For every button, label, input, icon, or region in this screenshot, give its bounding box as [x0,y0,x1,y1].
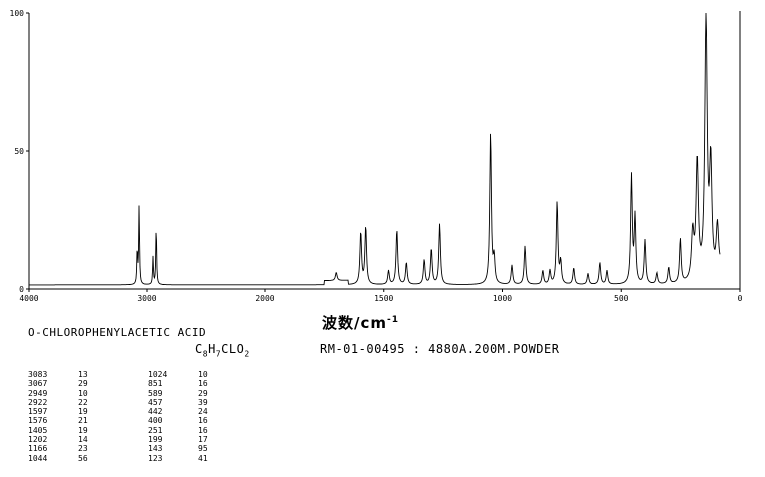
peak-row: 457 39 [148,398,218,407]
peak-wavenumber: 1044 [28,453,48,463]
peak-wavenumber: 1024 [148,370,168,379]
peak-wavenumber: 143 [148,444,163,454]
peak-intensity: 23 [78,444,88,454]
peak-row: 1576 21 [28,416,98,425]
peak-row: 2949 10 [28,389,98,398]
peak-intensity: 16 [198,379,208,389]
x-tick-label: 1000 [493,294,512,303]
peak-row: 3067 29 [28,379,98,388]
chart-axes [28,11,741,290]
peak-wavenumber: 1202 [28,435,48,445]
peak-wavenumber: 1597 [28,407,48,417]
peak-intensity: 10 [78,388,88,398]
peak-row: 1597 19 [28,407,98,416]
peak-wavenumber: 589 [148,388,163,398]
peak-wavenumber: 457 [148,397,163,407]
peak-wavenumber: 1166 [28,444,48,454]
x-tick-label: 4000 [19,294,38,303]
peak-wavenumber: 1405 [28,425,48,435]
x-tick-label: 0 [738,294,743,303]
peak-intensity: 29 [198,388,208,398]
peak-wavenumber: 2922 [28,397,48,407]
peak-intensity: 13 [78,370,88,379]
peak-wavenumber: 400 [148,416,163,426]
peak-wavenumber: 199 [148,435,163,445]
peak-row: 1044 56 [28,454,98,463]
peak-intensity: 14 [78,435,88,445]
peak-row: 589 29 [148,389,218,398]
peak-intensity: 41 [198,453,208,463]
peak-intensity: 22 [78,397,88,407]
peak-wavenumber: 251 [148,425,163,435]
peak-intensity: 19 [78,425,88,435]
y-tick-label: 50 [14,147,24,156]
peak-intensity: 17 [198,435,208,445]
peak-intensity: 16 [198,425,208,435]
x-tick-label: 1500 [374,294,393,303]
peak-wavenumber: 3067 [28,379,48,389]
peak-intensity: 39 [198,397,208,407]
peak-row: 442 24 [148,407,218,416]
peak-intensity: 56 [78,453,88,463]
peak-wavenumber: 1576 [28,416,48,426]
compound-name: O-CHLOROPHENYLACETIC ACID [28,326,207,339]
x-axis-label: 波数/cm-1 [322,314,400,332]
peak-row: 2922 22 [28,398,98,407]
peak-wavenumber: 2949 [28,388,48,398]
x-tick-label: 2000 [255,294,274,303]
molecular-formula: C8H7CLO2 [195,342,250,359]
peak-wavenumber: 442 [148,407,163,417]
peak-intensity: 24 [198,407,208,417]
y-tick-label: 0 [19,285,24,294]
peak-wavenumber: 123 [148,453,163,463]
peak-intensity: 16 [198,416,208,426]
peak-row: 3083 13 [28,370,98,379]
peak-intensity: 29 [78,379,88,389]
x-tick-label: 3000 [137,294,156,303]
peak-row: 400 16 [148,416,218,425]
peak-row: 199 17 [148,435,218,444]
sample-source-info: RM-01-00495 : 4880A.200M.POWDER [320,342,560,356]
axis-frame [28,11,741,290]
peak-row: 143 95 [148,444,218,453]
peak-row: 123 41 [148,454,218,463]
peak-row: 1166 23 [28,444,98,453]
peak-row: 1024 10 [148,370,218,379]
peak-row: 1202 14 [28,435,98,444]
spectrum-line [29,12,721,286]
peak-wavenumber: 3083 [28,370,48,379]
peak-row: 1405 19 [28,426,98,435]
x-tick-label: 500 [614,294,629,303]
peak-intensity: 21 [78,416,88,426]
y-tick-label: 100 [10,9,25,18]
peak-row: 251 16 [148,426,218,435]
peak-intensity: 10 [198,370,208,379]
peak-wavenumber: 851 [148,379,163,389]
peak-row: 851 16 [148,379,218,388]
peak-intensity: 95 [198,444,208,454]
peak-intensity: 19 [78,407,88,417]
